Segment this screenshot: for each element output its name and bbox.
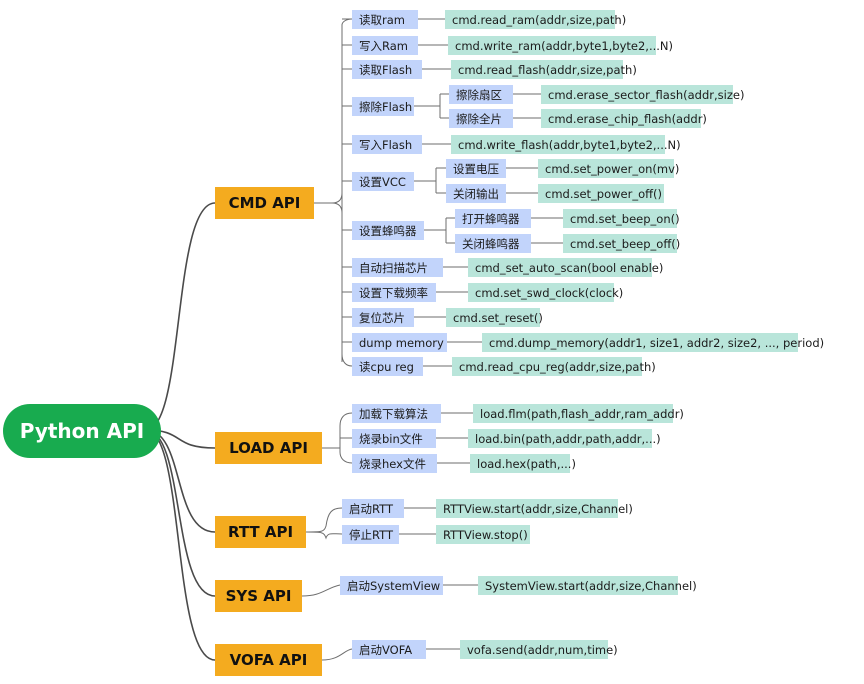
rtt-start-api: RTTView.start(addr,size,Channel) bbox=[436, 499, 633, 518]
vofa-send-api: vofa.send(addr,num,time) bbox=[460, 640, 618, 659]
cmd-erase-sector-api: cmd.erase_sector_flash(addr,size) bbox=[541, 85, 744, 104]
cmd-read-ram-label: 读取ram bbox=[352, 10, 418, 29]
cmd-power-off-api: cmd.set_power_off() bbox=[538, 184, 664, 203]
cmd-dump-memory-api: cmd.dump_memory(addr1, size1, addr2, siz… bbox=[482, 333, 824, 352]
category-cmd-api: CMD API bbox=[215, 187, 314, 219]
load-bin-api: load.bin(path,addr,path,addr,...) bbox=[468, 429, 661, 448]
cmd-power-off-label: 关闭输出 bbox=[446, 184, 506, 203]
cmd-dump-memory-label: dump memory bbox=[352, 333, 447, 352]
cmd-power-on-label: 设置电压 bbox=[446, 159, 506, 178]
load-hex-api: load.hex(path,...) bbox=[470, 454, 576, 473]
root-node-python-api: Python API bbox=[3, 404, 161, 458]
cmd-reset-label: 复位芯片 bbox=[352, 308, 414, 327]
cmd-beep-label: 设置蜂鸣器 bbox=[352, 221, 424, 240]
cmd-write-flash-label: 写入Flash bbox=[352, 135, 422, 154]
cmd-read-flash-label: 读取Flash bbox=[352, 60, 422, 79]
sys-start-api: SystemView.start(addr,size,Channel) bbox=[478, 576, 697, 595]
vofa-send-label: 启动VOFA bbox=[352, 640, 426, 659]
rtt-start-label: 启动RTT bbox=[342, 499, 404, 518]
cmd-erase-chip-api: cmd.erase_chip_flash(addr) bbox=[541, 109, 707, 128]
cmd-beep-off-label: 关闭蜂鸣器 bbox=[455, 234, 531, 253]
cmd-swd-clock-label: 设置下载频率 bbox=[352, 283, 436, 302]
cmd-read-ram-api: cmd.read_ram(addr,size,path) bbox=[445, 10, 626, 29]
cmd-auto-scan-label: 自动扫描芯片 bbox=[352, 258, 443, 277]
load-bin-label: 烧录bin文件 bbox=[352, 429, 436, 448]
cmd-cpu-reg-label: 读cpu reg bbox=[352, 357, 423, 376]
category-rtt-api: RTT API bbox=[215, 516, 306, 548]
cmd-write-ram-api: cmd.write_ram(addr,byte1,byte2,...N) bbox=[448, 36, 673, 55]
rtt-stop-label: 停止RTT bbox=[342, 525, 399, 544]
load-algo-label: 加载下载算法 bbox=[352, 404, 441, 423]
cmd-erase-flash-label: 擦除Flash bbox=[352, 97, 414, 116]
cmd-read-flash-api: cmd.read_flash(addr,size,path) bbox=[451, 60, 637, 79]
cmd-beep-on-api: cmd.set_beep_on() bbox=[563, 209, 680, 228]
sys-start-label: 启动SystemView bbox=[340, 576, 443, 595]
category-sys-api: SYS API bbox=[215, 580, 302, 612]
cmd-power-on-api: cmd.set_power_on(mv) bbox=[538, 159, 679, 178]
cmd-beep-on-label: 打开蜂鸣器 bbox=[455, 209, 531, 228]
load-algo-api: load.flm(path,flash_addr,ram_addr) bbox=[473, 404, 684, 423]
load-hex-label: 烧录hex文件 bbox=[352, 454, 437, 473]
cmd-cpu-reg-api: cmd.read_cpu_reg(addr,size,path) bbox=[452, 357, 656, 376]
cmd-erase-sector-label: 擦除扇区 bbox=[449, 85, 513, 104]
cmd-vcc-label: 设置VCC bbox=[352, 172, 414, 191]
cmd-swd-clock-api: cmd.set_swd_clock(clock) bbox=[468, 283, 623, 302]
cmd-write-flash-api: cmd.write_flash(addr,byte1,byte2,...N) bbox=[451, 135, 681, 154]
cmd-erase-chip-label: 擦除全片 bbox=[449, 109, 513, 128]
cmd-beep-off-api: cmd.set_beep_off() bbox=[563, 234, 680, 253]
category-load-api: LOAD API bbox=[215, 432, 322, 464]
rtt-stop-api: RTTView.stop() bbox=[436, 525, 530, 544]
cmd-write-ram-label: 写入Ram bbox=[352, 36, 418, 55]
cmd-auto-scan-api: cmd_set_auto_scan(bool enable) bbox=[468, 258, 663, 277]
category-vofa-api: VOFA API bbox=[215, 644, 322, 676]
cmd-reset-api: cmd.set_reset() bbox=[446, 308, 543, 327]
